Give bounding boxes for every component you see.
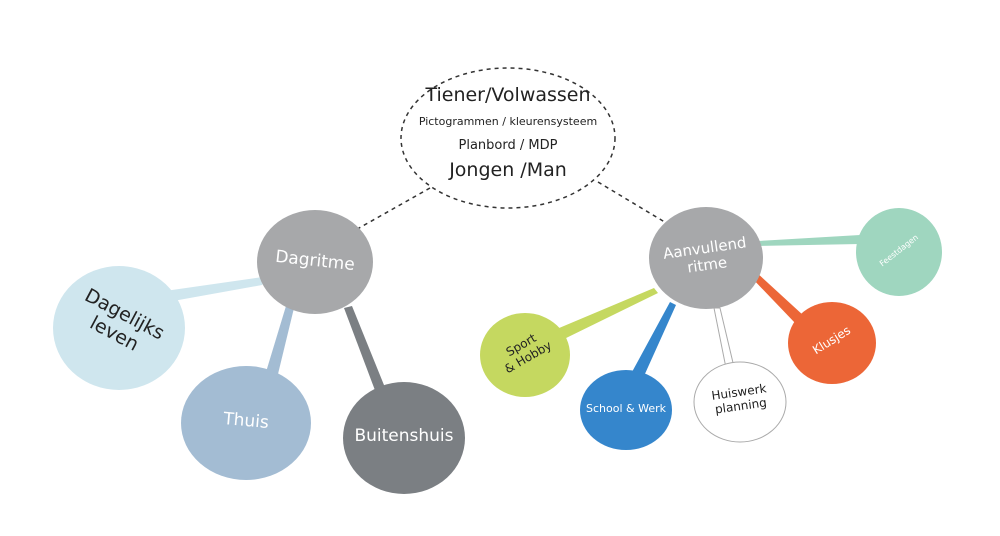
klusjes-node [788, 302, 876, 384]
thuis-node [181, 366, 311, 480]
branch-thuis [266, 306, 294, 374]
sport-hobby-node [480, 313, 570, 397]
root-line-pictogrammen: Pictogrammen / kleurensysteem [418, 115, 598, 128]
branch-feestdagen [758, 235, 860, 246]
aanvullend-node [649, 207, 763, 309]
root-line-jongen: Jongen /Man [449, 159, 567, 181]
root-title: Tiener/Volwassen [425, 84, 591, 106]
dagritme-node [257, 210, 373, 314]
branch-klusjes [750, 272, 804, 324]
branch-dagelijks-leven [158, 276, 270, 303]
connector-root-dagritme [351, 187, 431, 233]
branch-school-werk [632, 302, 676, 376]
dagelijks-leven-node [53, 266, 185, 390]
huiswerk-node [693, 361, 787, 443]
root-line-planbord: Planbord / MDP [458, 138, 558, 153]
connector-root-aanvullend [597, 181, 669, 225]
buitenshuis-node [343, 382, 465, 494]
feestdagen-node [856, 208, 942, 296]
school-werk-node [580, 370, 672, 450]
root-node [400, 67, 616, 209]
branch-huiswerk [713, 307, 735, 369]
school-werk-label: School & Werk [586, 402, 666, 415]
branch-sport-hobby [552, 288, 658, 341]
buitenshuis-label: Buitenshuis [354, 426, 454, 446]
branch-buitenshuis [344, 306, 386, 393]
